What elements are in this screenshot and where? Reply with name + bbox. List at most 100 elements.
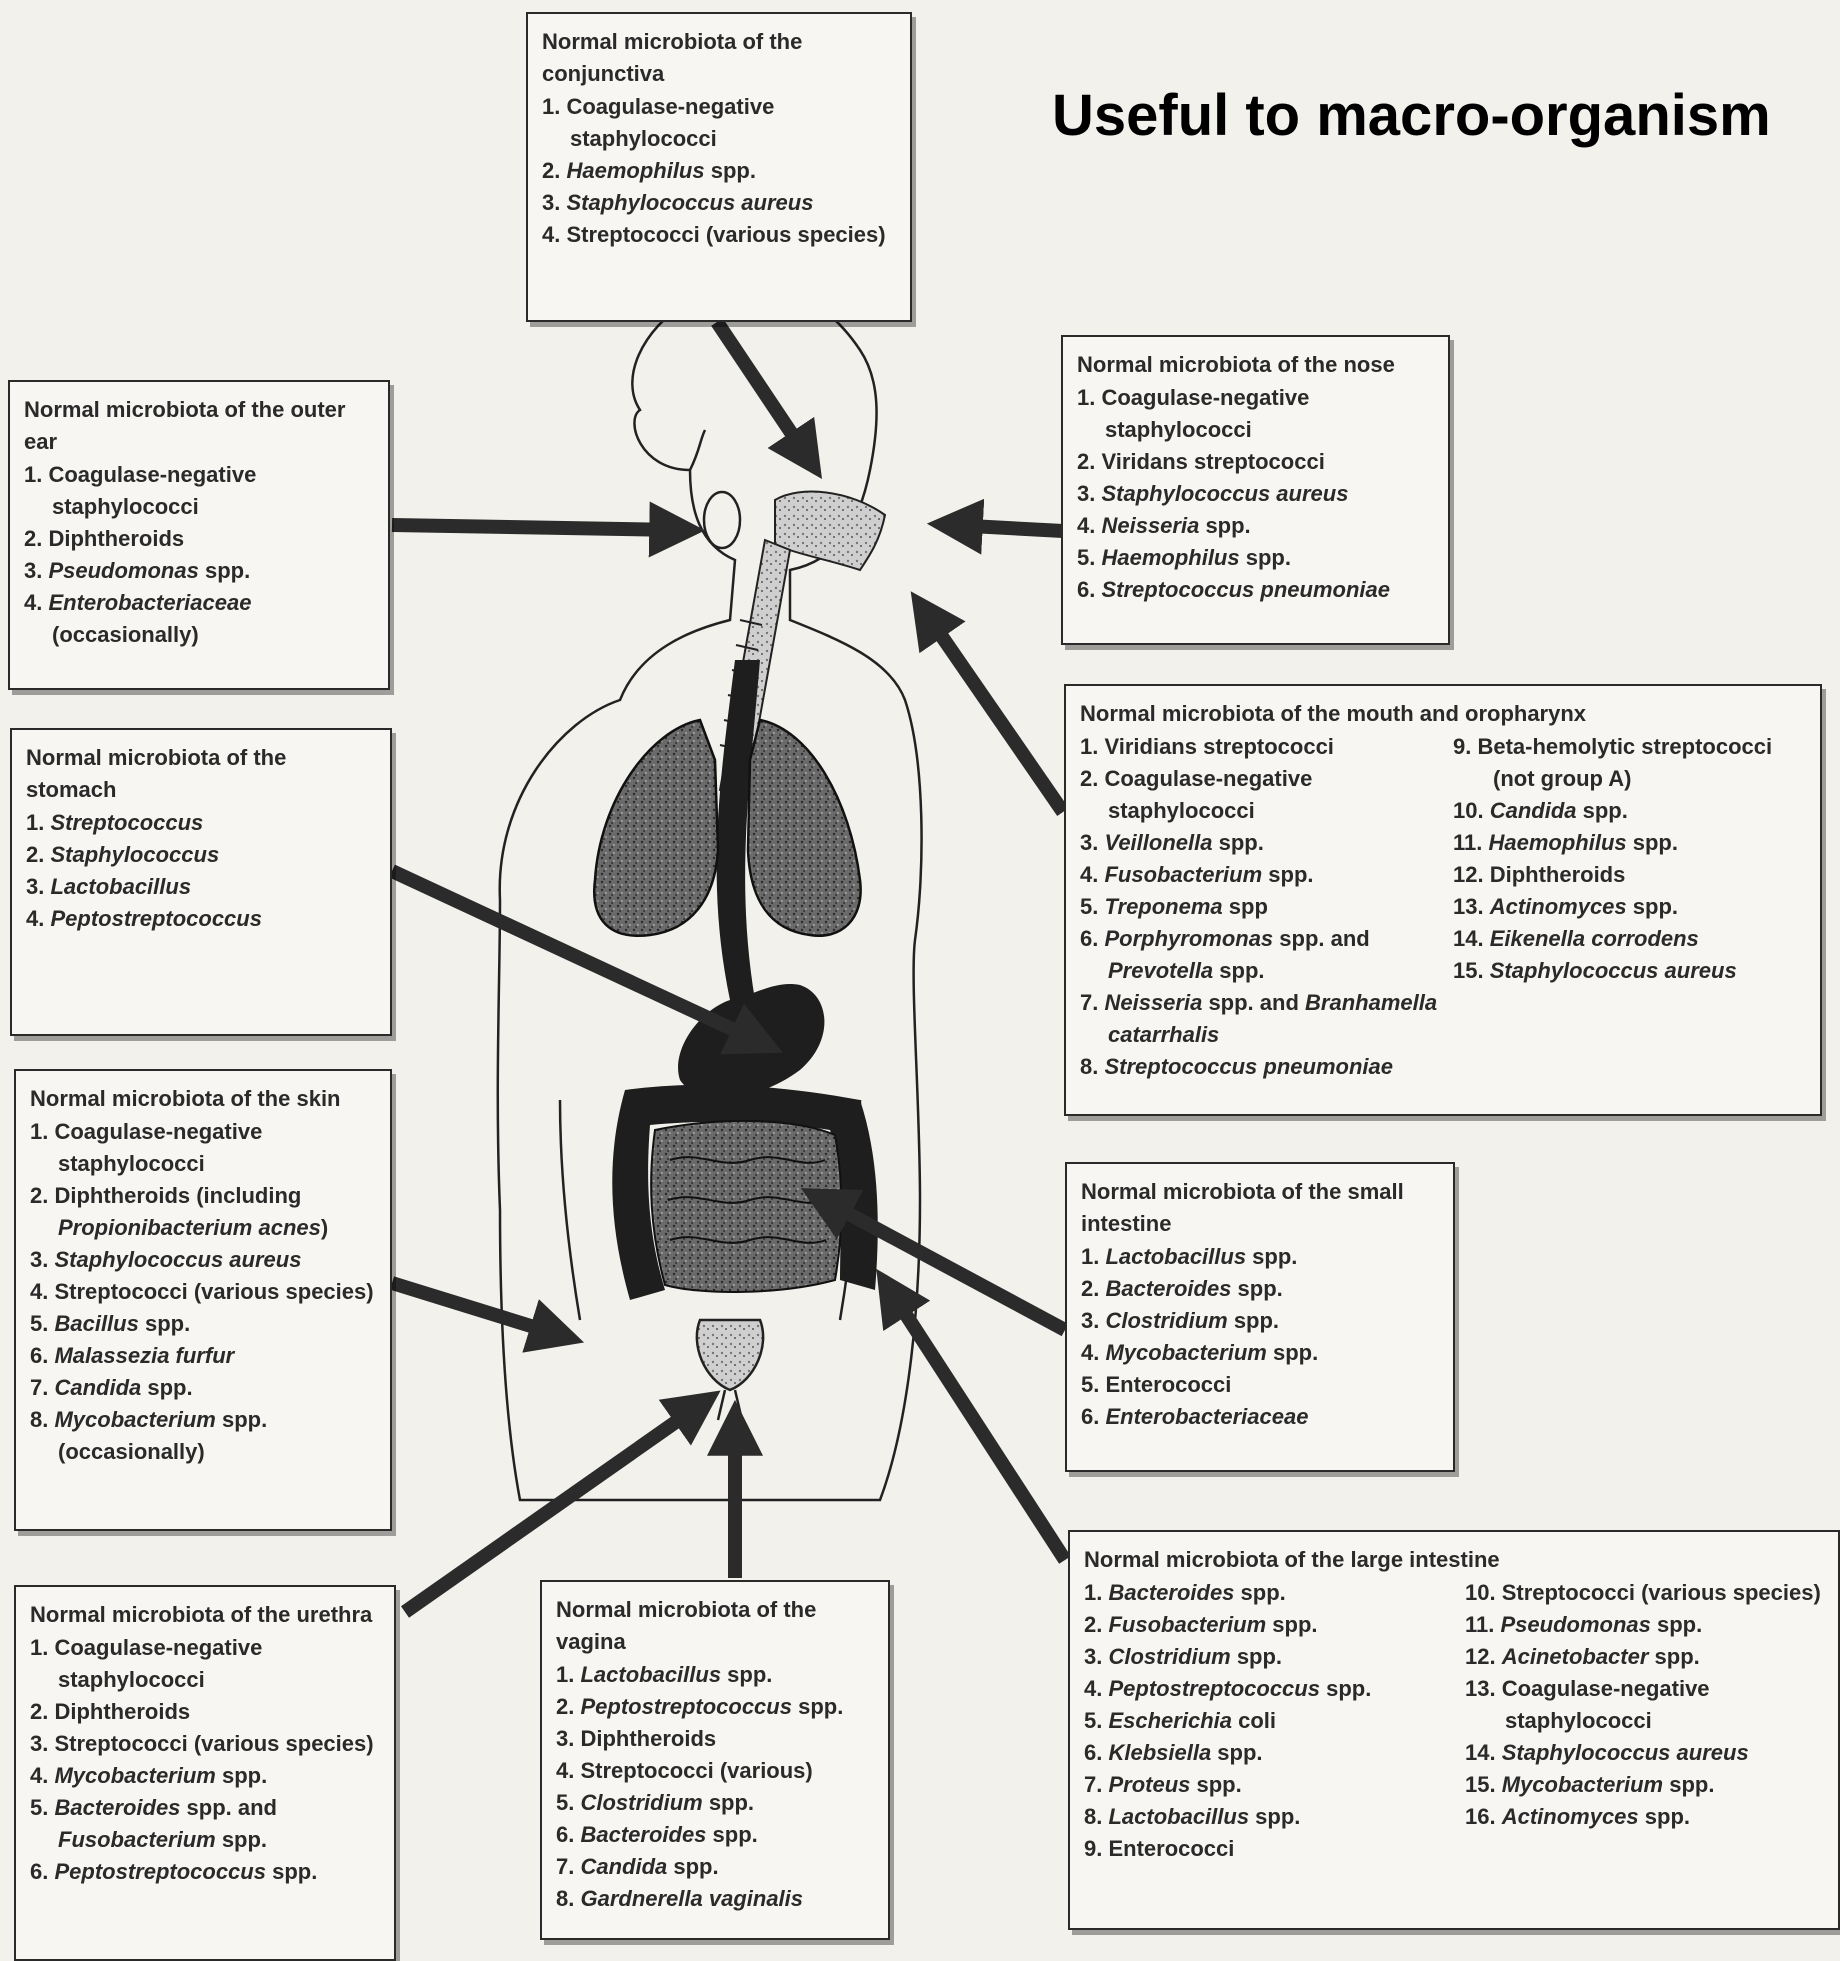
list-item: 3. Clostridium spp. [1081,1305,1439,1337]
list-item: 3. Veillonella spp. [1080,827,1439,859]
list-item: 4. Neisseria spp. [1077,510,1434,542]
list-item: 2. Diphtheroids [30,1696,380,1728]
list-item: 1. Lactobacillus spp. [556,1659,874,1691]
list-item: 5. Bacillus spp. [30,1308,376,1340]
list-item: 2. Coagulase-negative staphylococci [1080,763,1439,827]
list-item: 2. Fusobacterium spp. [1084,1609,1451,1641]
list-item: 4. Mycobacterium spp. [1081,1337,1439,1369]
list-item: 12. Acinetobacter spp. [1465,1641,1832,1673]
list-item: 4. Peptostreptococcus [26,903,376,935]
headline: Useful to macro-organism [1052,82,1771,149]
list-item: 4. Streptococci (various) [556,1755,874,1787]
box-mouth: Normal microbiota of the mouth and oroph… [1064,684,1822,1116]
bladder [697,1320,763,1390]
list-item: 4. Fusobacterium spp. [1080,859,1439,891]
list-item: 12. Diphtheroids [1453,859,1812,891]
box-conjunctiva: Normal microbiota of the conjunctiva 1. … [526,12,912,322]
small-intestine [651,1121,841,1292]
list-item: 4. Streptococci (various species) [30,1276,376,1308]
box-large-intestine-list-2: 10. Streptococci (various species)11. Ps… [1465,1577,1832,1865]
list-item: 1. Coagulase-negative staphylococci [30,1116,376,1180]
list-item: 4. Mycobacterium spp. [30,1760,380,1792]
list-item: 8. Gardnerella vaginalis [556,1883,874,1915]
list-item: 2. Viridans streptococci [1077,446,1434,478]
ear-shape [704,492,740,548]
list-item: 3. Staphylococcus aureus [30,1244,376,1276]
left-lung [594,720,718,936]
box-large-intestine-title: Normal microbiota of the large intestine [1084,1544,1832,1576]
list-item: 2. Peptostreptococcus spp. [556,1691,874,1723]
box-mouth-title: Normal microbiota of the mouth and oroph… [1080,698,1812,730]
box-nose-title: Normal microbiota of the nose [1077,349,1434,381]
list-item: 5. Treponema spp [1080,891,1439,923]
list-item: 2. Haemophilus spp. [542,155,896,187]
box-small-intestine-list: 1. Lactobacillus spp.2. Bacteroides spp.… [1081,1241,1439,1433]
list-item: 5. Haemophilus spp. [1077,542,1434,574]
box-vagina-list: 1. Lactobacillus spp.2. Peptostreptococc… [556,1659,874,1915]
list-item: 6. Peptostreptococcus spp. [30,1856,380,1888]
list-item: 2. Diphtheroids (including Propionibacte… [30,1180,376,1244]
box-outer-ear: Normal microbiota of the outer ear 1. Co… [8,380,390,690]
box-outer-ear-title: Normal microbiota of the outer ear [24,394,374,458]
box-conjunctiva-list: 1. Coagulase-negative staphylococci2. Ha… [542,91,896,251]
list-item: 7. Candida spp. [30,1372,376,1404]
list-item: 1. Coagulase-negative staphylococci [24,459,374,523]
list-item: 3. Clostridium spp. [1084,1641,1451,1673]
list-item: 3. Pseudomonas spp. [24,555,374,587]
list-item: 5. Enterococci [1081,1369,1439,1401]
list-item: 5. Clostridium spp. [556,1787,874,1819]
box-skin-list: 1. Coagulase-negative staphylococci2. Di… [30,1116,376,1468]
list-item: 3. Staphylococcus aureus [1077,478,1434,510]
box-mouth-list-2: 9. Beta-hemolytic streptococci (not grou… [1453,731,1812,1083]
list-item: 5. Escherichia coli [1084,1705,1451,1737]
box-skin-title: Normal microbiota of the skin [30,1083,376,1115]
list-item: 6. Malassezia furfur [30,1340,376,1372]
box-stomach-title: Normal microbiota of the stomach [26,742,376,806]
box-vagina: Normal microbiota of the vagina 1. Lacto… [540,1580,890,1940]
list-item: 2. Bacteroides spp. [1081,1273,1439,1305]
list-item: 1. Lactobacillus spp. [1081,1241,1439,1273]
list-item: 10. Streptococci (various species) [1465,1577,1832,1609]
arrow-large-intestine [890,1290,1065,1560]
list-item: 6. Klebsiella spp. [1084,1737,1451,1769]
right-lung [748,720,861,936]
list-item: 3. Diphtheroids [556,1723,874,1755]
list-item: 1. Bacteroides spp. [1084,1577,1451,1609]
box-nose: Normal microbiota of the nose 1. Coagula… [1061,335,1450,645]
list-item: 6. Porphyromonas spp. and Prevotella spp… [1080,923,1439,987]
list-item: 1. Coagulase-negative staphylococci [30,1632,380,1696]
arrow-skin [392,1283,560,1335]
box-stomach: Normal microbiota of the stomach 1. Stre… [10,728,392,1036]
list-item: 1. Coagulase-negative staphylococci [542,91,896,155]
urethra-shape [718,1390,742,1420]
list-item: 7. Candida spp. [556,1851,874,1883]
list-item: 8. Lactobacillus spp. [1084,1801,1451,1833]
list-item: 4. Peptostreptococcus spp. [1084,1673,1451,1705]
box-skin: Normal microbiota of the skin 1. Coagula… [14,1069,392,1531]
arrow-conjunctiva [717,322,808,458]
list-item: 13. Actinomyces spp. [1453,891,1812,923]
list-item: 1. Streptococcus [26,807,376,839]
list-item: 1. Viridians streptococci [1080,731,1439,763]
list-item: 13. Coagulase-negative staphylococci [1465,1673,1832,1737]
nasal-cavity [775,492,885,570]
list-item: 8. Mycobacterium spp. (occasionally) [30,1404,376,1468]
list-item: 7. Proteus spp. [1084,1769,1451,1801]
arrow-nose [952,525,1063,531]
list-item: 14. Eikenella corrodens [1453,923,1812,955]
list-item: 16. Actinomyces spp. [1465,1801,1832,1833]
box-urethra-title: Normal microbiota of the urethra [30,1599,380,1631]
list-item: 14. Staphylococcus aureus [1465,1737,1832,1769]
list-item: 11. Pseudomonas spp. [1465,1609,1832,1641]
list-item: 2. Diphtheroids [24,523,374,555]
list-item: 8. Streptococcus pneumoniae [1080,1051,1439,1083]
list-item: 2. Staphylococcus [26,839,376,871]
list-item: 7. Neisseria spp. and Branhamella catarr… [1080,987,1439,1051]
arrow-outer-ear [392,525,680,530]
list-item: 11. Haemophilus spp. [1453,827,1812,859]
list-item: 3. Staphylococcus aureus [542,187,896,219]
box-large-intestine: Normal microbiota of the large intestine… [1068,1530,1840,1930]
